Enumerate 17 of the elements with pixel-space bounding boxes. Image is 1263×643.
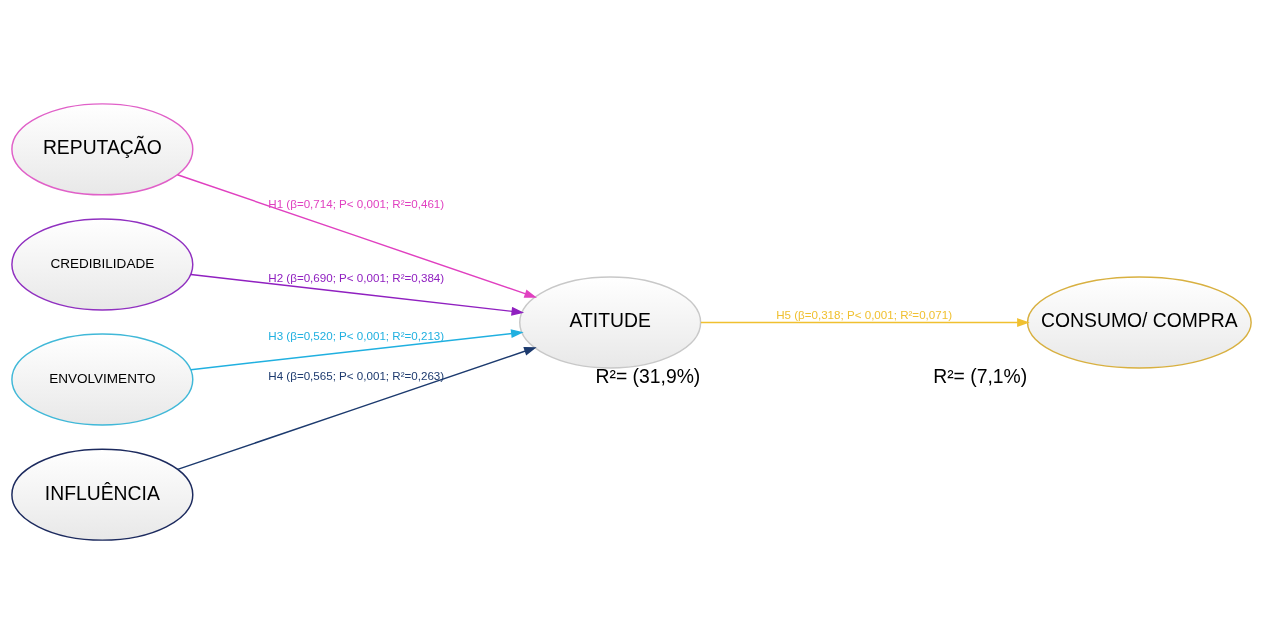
node-ellipse: CREDIBILIDADE: [11, 217, 194, 311]
arrow: [190, 273, 525, 316]
arrow: [190, 328, 524, 370]
arrow: [176, 173, 537, 298]
node-ellipse: ATITUDE: [519, 275, 702, 369]
edge-label: H3 (β=0,520; P< 0,001; R²=0,213): [268, 328, 445, 342]
edge-label: H2 (β=0,690; P< 0,001; R²=0,384): [268, 270, 445, 284]
edge-label: H5 (β=0,318; P< 0,001; R²=0,071): [776, 307, 953, 321]
edge-label: H4 (β=0,565; P< 0,001; R²=0,263): [268, 368, 445, 382]
edge-label: H1 (β=0,714; P< 0,001; R²=0,461): [268, 196, 445, 210]
node-ellipse: INFLUÊNCIA: [11, 447, 194, 541]
arrow: [700, 317, 1030, 327]
node-ellipse: CONSUMO/ COMPRA: [1026, 275, 1252, 369]
node-ellipse: ENVOLVIMENTO: [11, 332, 194, 426]
node-label: R²= (7,1%): [933, 364, 1028, 387]
arrow: [176, 346, 537, 470]
node-ellipse: REPUTAÇÃO: [11, 102, 194, 196]
